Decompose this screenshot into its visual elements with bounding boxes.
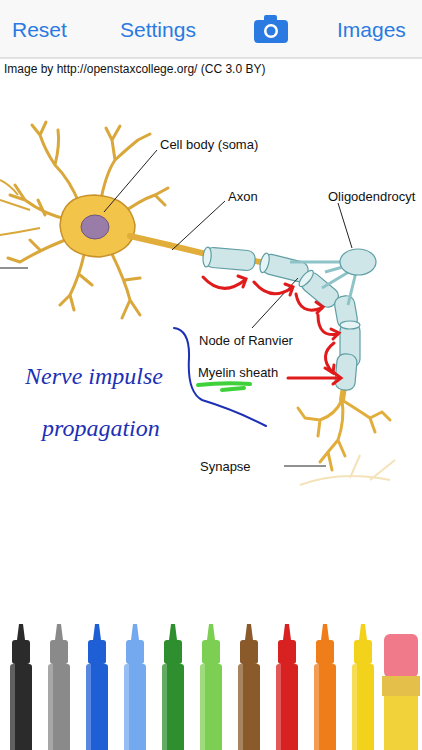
marker-cap <box>164 640 182 664</box>
part-label: Cell body (soma) <box>160 137 258 153</box>
marker-tip <box>283 624 291 640</box>
marker-body <box>10 664 32 750</box>
marker-cap <box>202 640 220 664</box>
leader-line <box>0 268 28 269</box>
marker-cap <box>126 640 144 664</box>
toolbar-button: Settings <box>120 17 196 43</box>
part-label: Node of Ranvier <box>199 333 293 349</box>
marker-cap <box>240 640 258 664</box>
pencil-body <box>384 696 418 750</box>
dendrites <box>8 122 168 318</box>
toolbar-button: Images <box>337 17 406 43</box>
handwritten-note: Nerve impulse propagation <box>42 350 192 454</box>
eraser-band <box>382 676 420 696</box>
toolbar-border <box>0 58 422 59</box>
marker-shine <box>200 664 205 750</box>
marker-shine <box>124 664 129 750</box>
marker-tip <box>359 624 367 640</box>
marker-tip <box>131 624 139 640</box>
marker-shine <box>238 664 243 750</box>
highlight-stroke <box>198 383 250 390</box>
marker-shine <box>86 664 91 750</box>
marker-body <box>162 664 184 750</box>
marker-tip <box>55 624 63 640</box>
marker-body <box>276 664 298 750</box>
toolbar-button: Reset <box>12 17 67 43</box>
cell-body <box>60 195 135 257</box>
marker-cap <box>50 640 68 664</box>
marker-tip <box>321 624 329 640</box>
target-cell <box>300 455 395 485</box>
marker-tip <box>207 624 215 640</box>
part-label: Myelin sheath <box>198 365 278 381</box>
marker-shine <box>276 664 281 750</box>
marker-cap <box>278 640 296 664</box>
oligodendrocyte <box>290 249 376 305</box>
marker-body <box>314 664 336 750</box>
nucleus <box>81 215 109 239</box>
marker-shine <box>314 664 319 750</box>
part-label: Synapse <box>200 459 251 475</box>
part-label: Axon <box>228 189 258 205</box>
marker-body <box>352 664 374 750</box>
marker-cap <box>354 640 372 664</box>
marker-tip <box>93 624 101 640</box>
marker-body <box>124 664 146 750</box>
attribution: Image by http://openstaxcollege.org/ (CC… <box>4 61 265 77</box>
marker-cap <box>88 640 106 664</box>
toolbar <box>0 0 422 58</box>
camera-icon <box>254 15 288 43</box>
marker-body <box>48 664 70 750</box>
marker-tip <box>169 624 177 640</box>
axon-terminals <box>298 400 390 470</box>
marker-cap <box>316 640 334 664</box>
marker-body <box>200 664 222 750</box>
marker-shine <box>10 664 15 750</box>
marker-body <box>86 664 108 750</box>
marker-shine <box>48 664 53 750</box>
marker-shine <box>352 664 357 750</box>
marker-tip <box>17 624 25 640</box>
marker-tray <box>10 624 420 750</box>
marker-shine <box>162 664 167 750</box>
part-label: Oligodendrocyt <box>328 189 415 205</box>
marker-body <box>238 664 260 750</box>
marker-cap <box>12 640 30 664</box>
eraser <box>384 634 418 678</box>
marker-tip <box>245 624 253 640</box>
